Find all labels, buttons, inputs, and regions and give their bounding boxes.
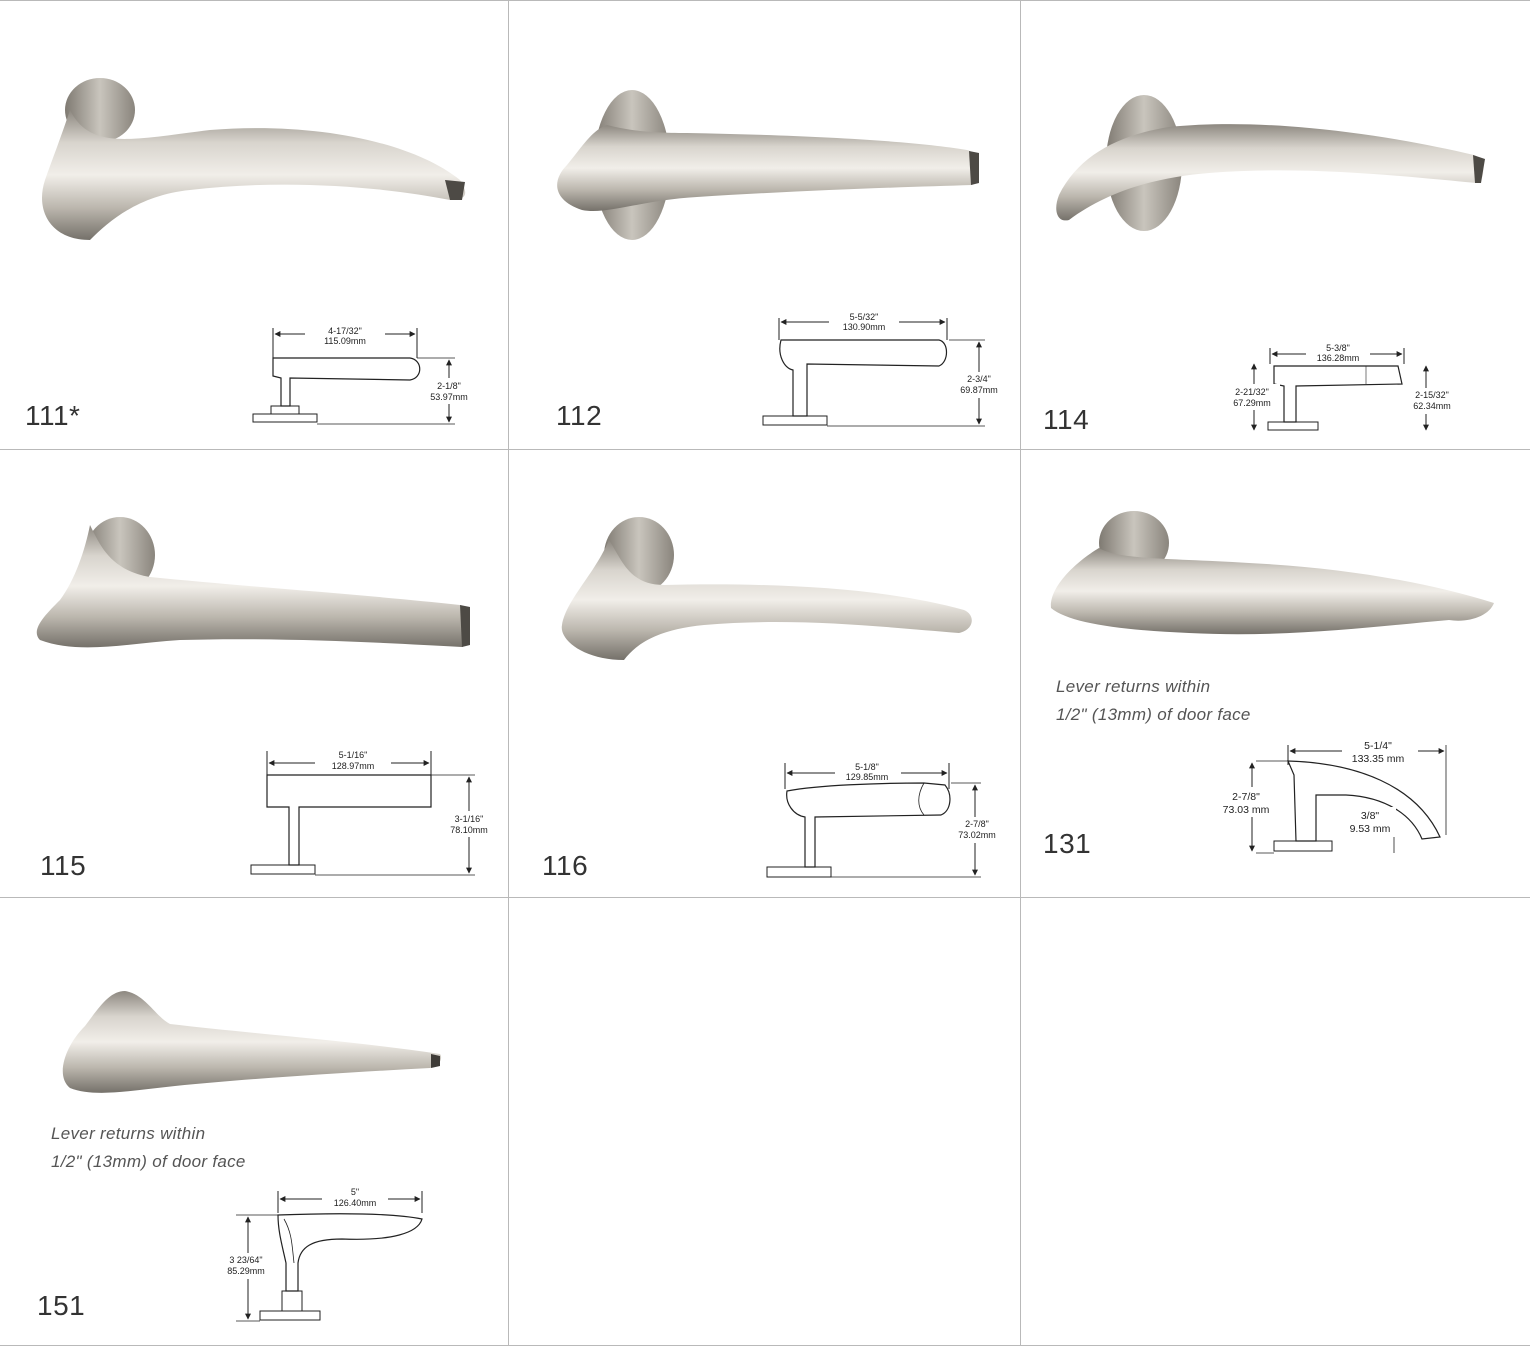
grid-line — [0, 449, 1530, 450]
product-cell-115: 5-1/16" 128.97mm 3-1/16" 78.10mm 115 — [0, 450, 508, 897]
grid-line — [0, 0, 1530, 1]
dim-width-mm-112: 130.90mm — [843, 322, 886, 332]
dim-width-mm-131: 133.35 mm — [1352, 753, 1405, 765]
grid-line — [1020, 0, 1021, 1345]
product-cell-151: Lever returns within 1/2" (13mm) of door… — [0, 898, 508, 1345]
dimension-drawing-151: 5" 126.40mm 3 23/64" 85.29mm — [222, 1187, 423, 1322]
dim-height-in-115: 3-1/16" — [455, 814, 484, 824]
dim-width-in-116: 5-1/8" — [855, 762, 879, 772]
empty-cell — [1021, 898, 1530, 1345]
model-number: 111* — [25, 400, 81, 431]
dim-height-in-131: 2-7/8" — [1232, 791, 1260, 803]
model-number: 131 — [1043, 828, 1092, 859]
model-number: 151 — [37, 1290, 86, 1321]
dim-width-mm-114: 136.28mm — [1317, 353, 1360, 363]
dim-width-in-114: 5-3/8" — [1326, 343, 1350, 353]
dimension-drawing-116: 5-1/8" 129.85mm 2-7/8" 73.02mm — [766, 761, 1007, 878]
dim-height-mm-151: 85.29mm — [227, 1266, 265, 1276]
product-cell-116: 5-1/8" 129.85mm 2-7/8" 73.02mm 116 — [509, 450, 1020, 897]
dim-width-mm-151: 126.40mm — [334, 1198, 377, 1208]
dim-left-mm-114: 67.29mm — [1233, 398, 1271, 408]
dim-width-in-151: 5" — [351, 1187, 359, 1197]
lever-photo-151 — [62, 991, 442, 1093]
lever-photo-114 — [1056, 95, 1485, 231]
note-line-2: 1/2" (13mm) of door face — [1056, 705, 1251, 724]
lever-photo-111 — [42, 78, 466, 240]
lever-photo-115 — [36, 517, 470, 648]
note-line-2: 1/2" (13mm) of door face — [51, 1152, 246, 1171]
dim-width-mm-116: 129.85mm — [846, 772, 889, 782]
lever-photo-112 — [557, 90, 979, 240]
dim-width-in-131: 5-1/4" — [1364, 740, 1392, 752]
dim-width-mm-111: 115.09mm — [324, 336, 366, 346]
dim-right-mm-114: 62.34mm — [1413, 401, 1451, 411]
dim-return-in-131: 3/8" — [1361, 810, 1380, 822]
grid-line — [508, 0, 509, 1345]
dim-left-in-114: 2-21/32" — [1235, 387, 1269, 397]
product-cell-112: 5-5/32" 130.90mm 2-3/4" 69.87mm 112 — [509, 0, 1020, 449]
dimension-drawing-114: 5-3/8" 136.28mm 2-21/32" 67.29mm 2-15/32… — [1226, 342, 1464, 431]
dim-return-mm-131: 9.53 mm — [1350, 823, 1391, 835]
note-line-1: Lever returns within — [51, 1124, 206, 1143]
dim-width-in-115: 5-1/16" — [339, 750, 368, 760]
lever-return-note-151: Lever returns within 1/2" (13mm) of door… — [51, 1120, 246, 1176]
model-number: 112 — [556, 400, 603, 431]
dim-height-in-151: 3 23/64" — [229, 1255, 262, 1265]
dimension-drawing-115: 5-1/16" 128.97mm 3-1/16" 78.10mm — [250, 749, 495, 876]
dim-height-in-116: 2-7/8" — [965, 819, 989, 829]
lever-return-note-131: Lever returns within 1/2" (13mm) of door… — [1056, 673, 1251, 729]
dim-width-in-112: 5-5/32" — [850, 312, 879, 322]
product-cell-114: 5-3/8" 136.28mm 2-21/32" 67.29mm 2-15/32… — [1021, 0, 1530, 449]
dim-height-in-111: 2-1/8" — [437, 381, 461, 391]
dim-height-mm-131: 73.03 mm — [1223, 804, 1270, 816]
model-number: 114 — [1043, 404, 1090, 435]
dimension-drawing-131: 5-1/4" 133.35 mm 2-7/8" 73.03 mm 3/8" 9.… — [1220, 739, 1447, 854]
dim-height-mm-115: 78.10mm — [450, 825, 488, 835]
dim-width-mm-115: 128.97mm — [332, 761, 375, 771]
dim-height-in-112: 2-3/4" — [967, 374, 991, 384]
dim-height-mm-111: 53.97mm — [430, 392, 468, 402]
dim-height-mm-116: 73.02mm — [958, 830, 996, 840]
dimension-drawing-111: 4-17/32" 115.09mm 2-1/8" 53.97mm — [252, 324, 481, 425]
dimension-drawing-112: 5-5/32" 130.90mm 2-3/4" 69.87mm — [762, 312, 1006, 427]
model-number: 115 — [40, 850, 87, 881]
dim-width-in-111: 4-17/32" — [328, 326, 362, 336]
note-line-1: Lever returns within — [1056, 677, 1211, 696]
empty-cell — [509, 898, 1020, 1345]
grid-line — [0, 1345, 1530, 1346]
lever-photo-116 — [561, 517, 972, 660]
dim-height-mm-112: 69.87mm — [960, 385, 998, 395]
lever-photo-131 — [1050, 511, 1494, 635]
product-cell-131: Lever returns within 1/2" (13mm) of door… — [1021, 450, 1530, 897]
product-cell-111: 4-17/32" 115.09mm 2-1/8" 53.97mm 111* — [0, 0, 508, 449]
grid-line — [0, 897, 1530, 898]
model-number: 116 — [542, 850, 589, 881]
dim-right-in-114: 2-15/32" — [1415, 390, 1449, 400]
